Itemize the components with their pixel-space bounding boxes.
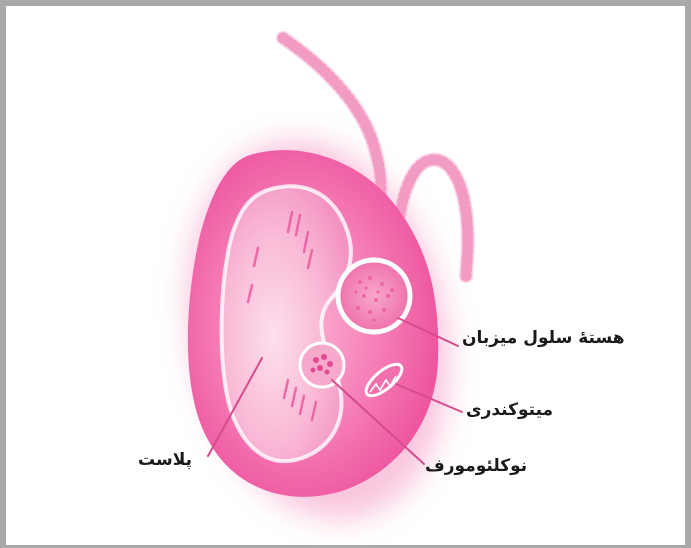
label-plastid: پلاست xyxy=(138,450,192,470)
label-nucleomorph: نوکلئومورف xyxy=(425,456,527,476)
nucleomorph xyxy=(300,343,344,387)
label-host-nucleus: هستۀ سلول میزبان xyxy=(462,328,625,348)
host-nucleus xyxy=(338,260,410,332)
label-mitochondrion: میتوکندری xyxy=(466,400,553,420)
